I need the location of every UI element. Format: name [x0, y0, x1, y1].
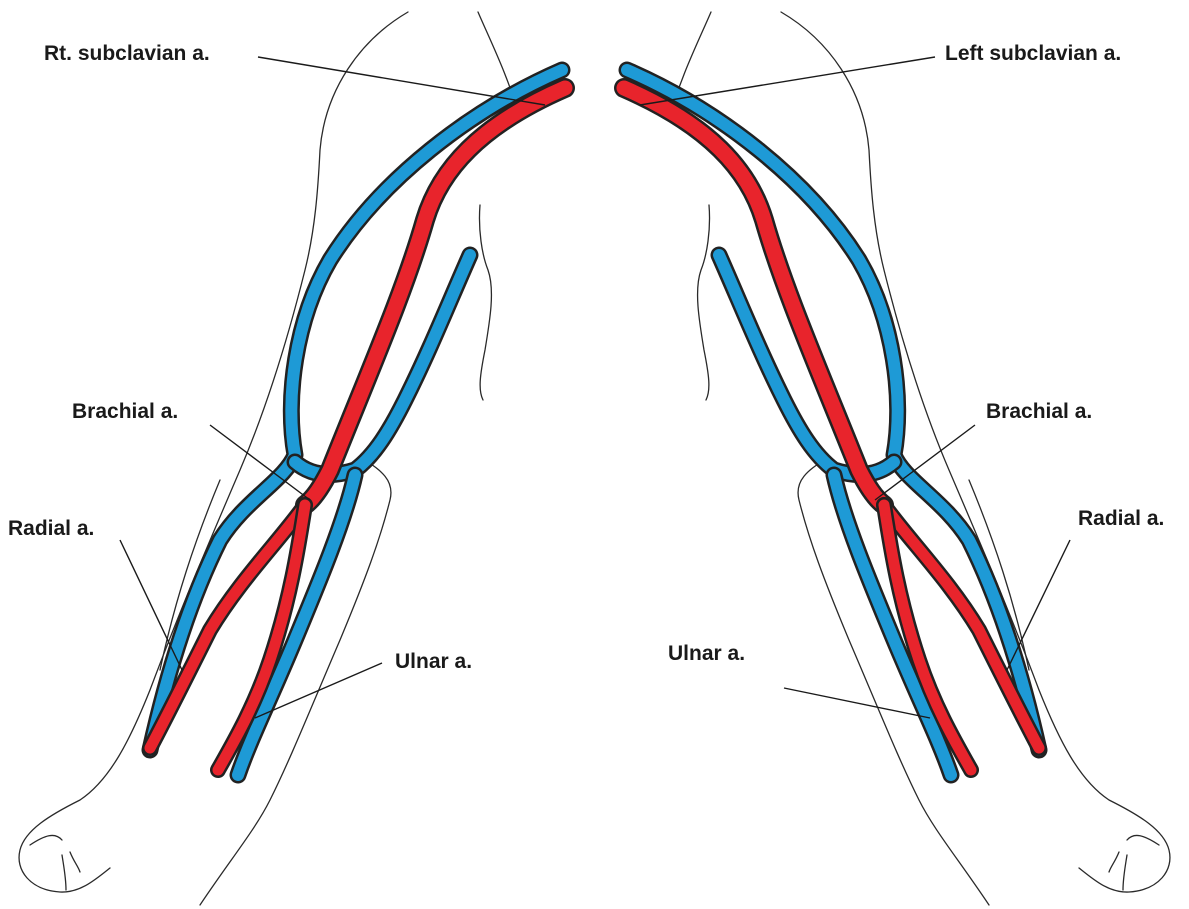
leader-left-subclavian [640, 57, 935, 105]
right-artery [150, 88, 565, 770]
label-left-ulnar: Ulnar a. [668, 642, 745, 665]
label-right-brachial: Brachial a. [72, 400, 178, 423]
label-right-ulnar: Ulnar a. [395, 650, 472, 673]
label-left-brachial: Brachial a. [986, 400, 1092, 423]
right-arm-vessels [150, 70, 565, 775]
leader-right-subclavian [258, 57, 545, 105]
body-outline [19, 12, 1170, 905]
label-right-subclavian: Rt. subclavian a. [44, 42, 210, 65]
leader-lines [120, 57, 1070, 718]
leader-right-radial [120, 540, 182, 670]
left-arm-vessels [624, 70, 1039, 775]
label-left-radial: Radial a. [1078, 507, 1164, 530]
leader-left-radial [1007, 540, 1070, 670]
label-right-radial: Radial a. [8, 517, 94, 540]
label-left-subclavian: Left subclavian a. [945, 42, 1121, 65]
left-artery [624, 88, 1039, 770]
